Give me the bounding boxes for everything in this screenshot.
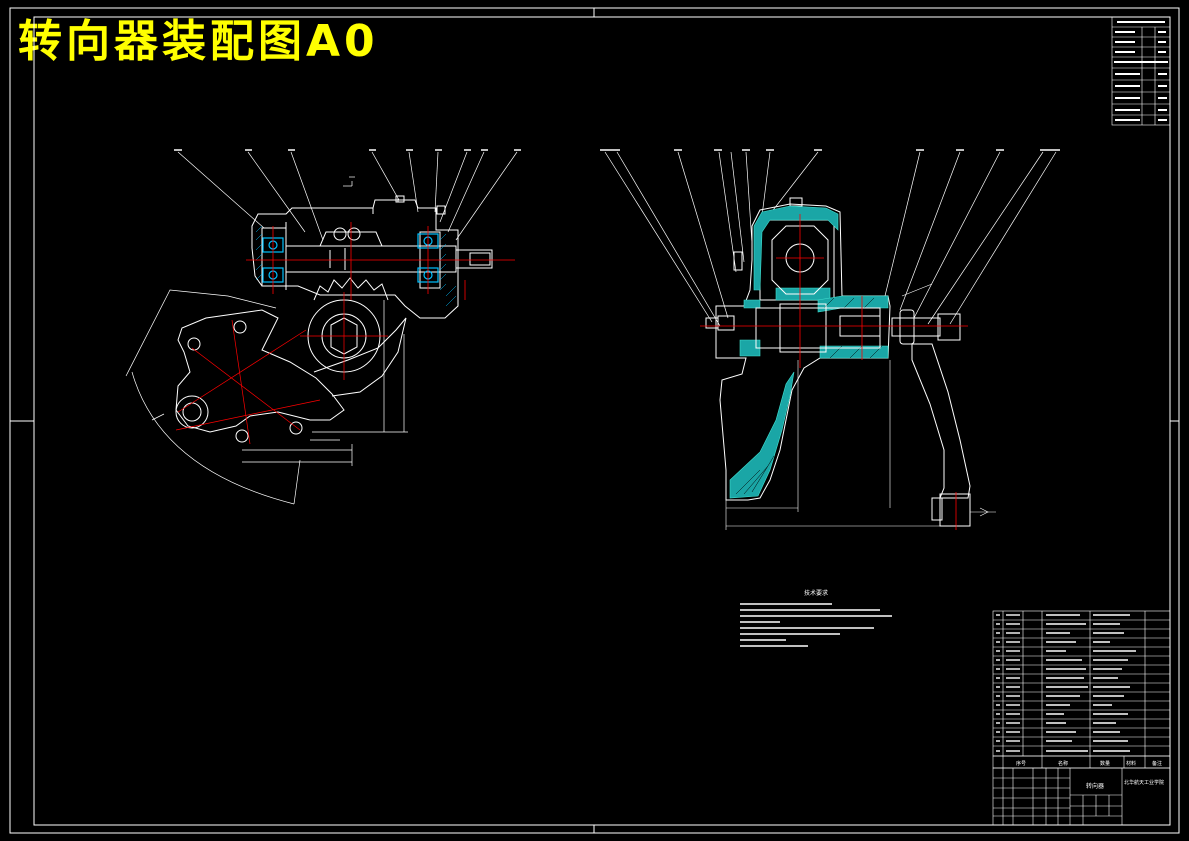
sheet-frame [9, 7, 1180, 834]
col-label-number: 序号 [1016, 760, 1026, 767]
col-label-remark: 备注 [1152, 760, 1162, 767]
title-block-header: 序号 名称 数量 材料 备注 转向器 北华航天工业学院 [1016, 760, 1164, 790]
technical-requirements: 技术要求 [740, 589, 892, 647]
right-view [600, 149, 1060, 530]
col-label-name: 名称 [1058, 760, 1068, 767]
title-block [992, 755, 1171, 826]
parts-list-text [996, 614, 1136, 752]
left-view [125, 149, 521, 505]
part-name: 转向器 [1086, 782, 1104, 790]
parts-list [992, 610, 1171, 757]
col-label-material: 材料 [1126, 760, 1136, 767]
col-label-quantity: 数量 [1100, 760, 1110, 767]
drawing-title: 转向器装配图A0 [18, 16, 379, 67]
parameter-table [1111, 16, 1171, 126]
tech-requirements-heading: 技术要求 [804, 589, 828, 597]
school-name: 北华航天工业学院 [1124, 779, 1164, 786]
